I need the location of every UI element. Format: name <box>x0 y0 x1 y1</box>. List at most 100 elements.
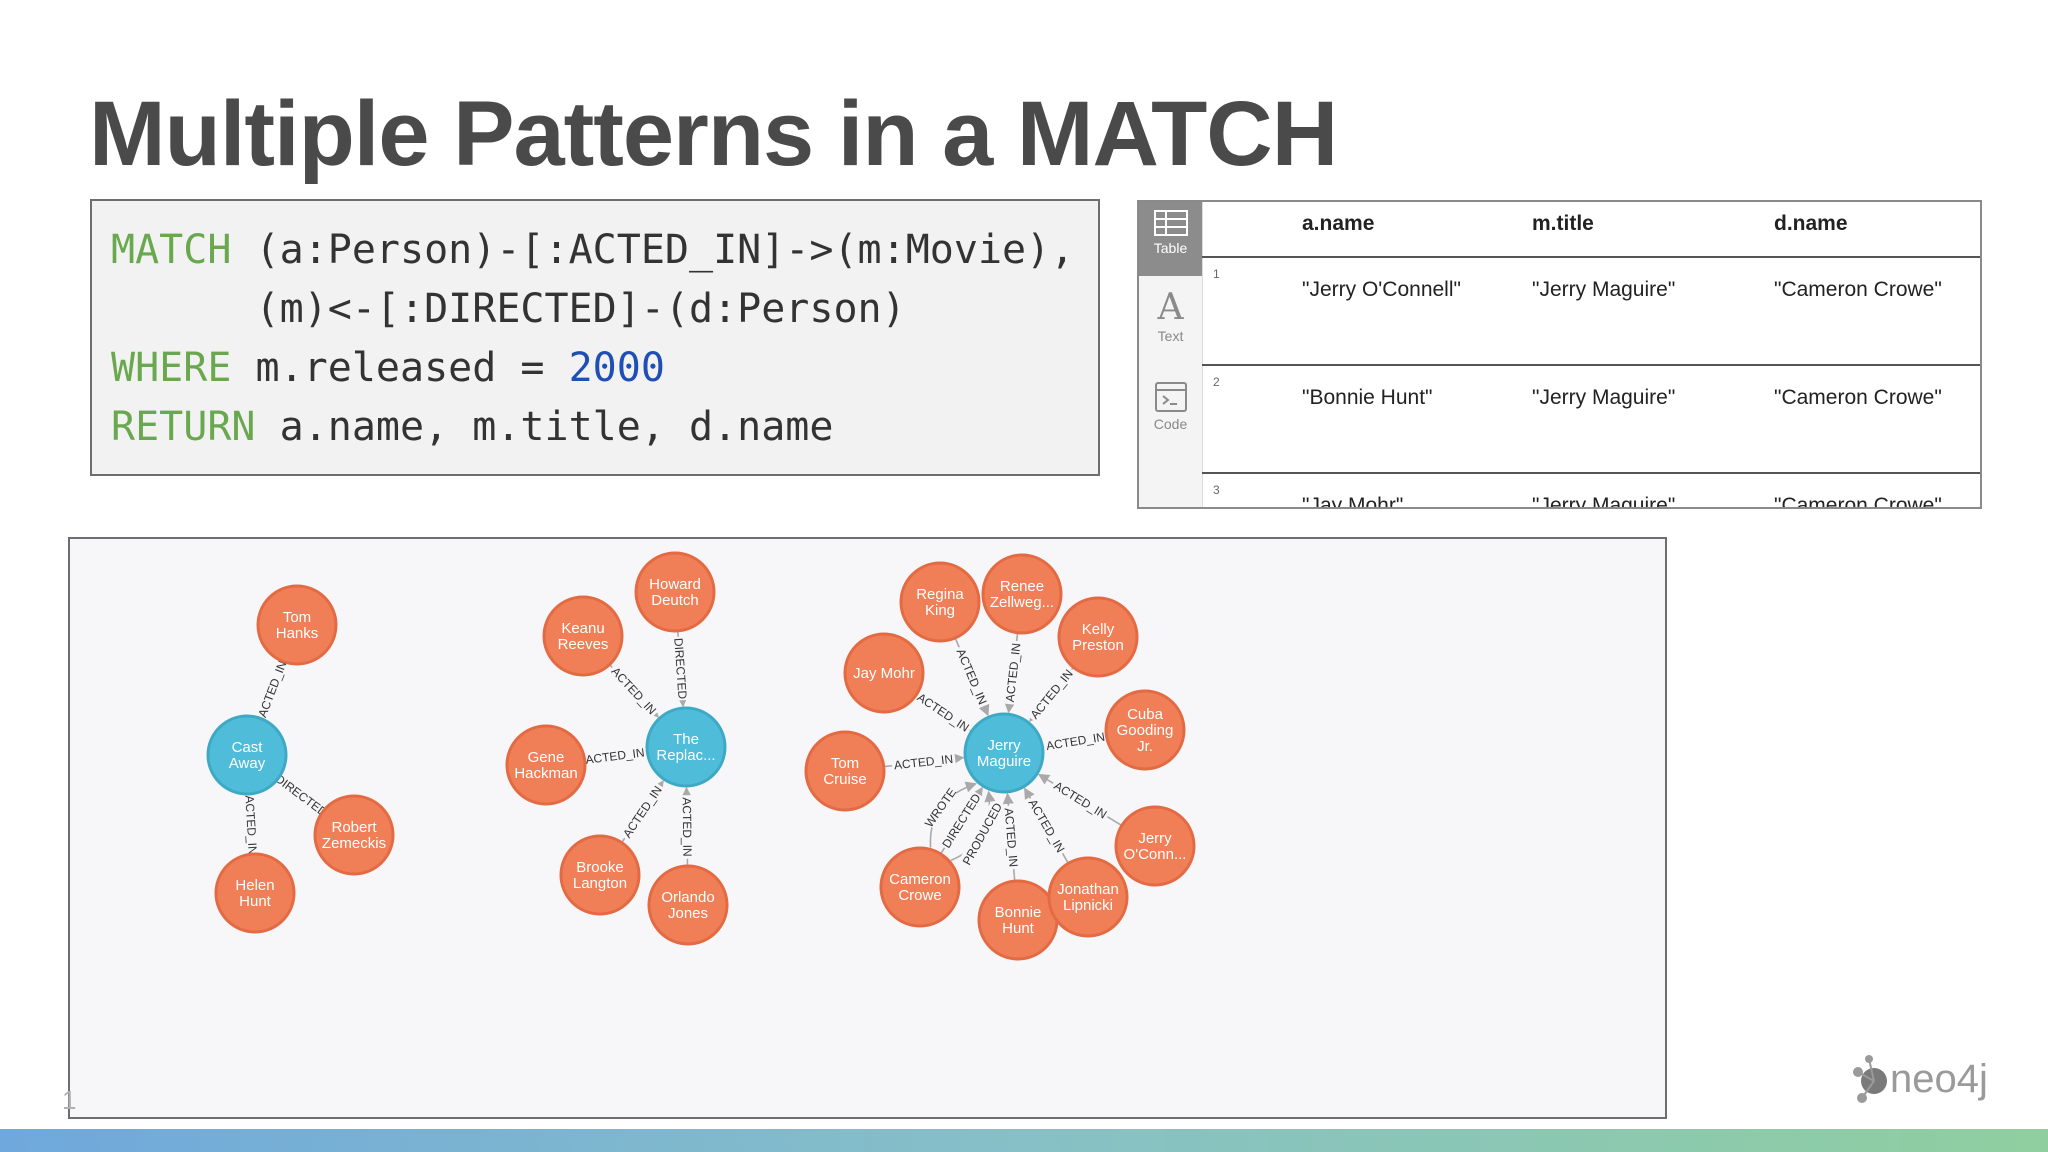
node-caption: Brooke <box>576 859 624 876</box>
node-caption: Zellweg... <box>990 594 1054 611</box>
column-header-m-title[interactable]: m.title <box>1532 212 1594 235</box>
node-caption: Regina <box>916 586 964 603</box>
edge-label-background <box>271 770 332 821</box>
cypher-query-block: MATCH (a:Person)-[:ACTED_IN]->(m:Movie),… <box>90 199 1100 476</box>
table-cell: "Cameron Crowe" <box>1774 386 1942 409</box>
node-caption: Howard <box>649 576 701 593</box>
edge-label-background <box>242 792 261 858</box>
node-caption: Replac... <box>656 747 715 764</box>
edge-label: ACTED_IN <box>620 783 665 840</box>
person-node-circle <box>313 794 395 876</box>
slide-title: Multiple Patterns in a MATCH <box>89 83 1338 185</box>
table-header: a.name m.title d.name <box>1202 202 1980 258</box>
tab-table-view[interactable]: Table <box>1139 202 1202 276</box>
node-caption: Hunt <box>1002 920 1035 937</box>
keyword-match: MATCH <box>111 227 232 273</box>
tab-text-label: Text <box>1157 328 1184 344</box>
code-icon <box>1154 382 1187 412</box>
column-header-a-name[interactable]: a.name <box>1302 212 1375 235</box>
slide-page-number: 1 <box>62 1085 77 1115</box>
table-cell: "Cameron Crowe" <box>1774 494 1942 507</box>
tab-code-view[interactable]: Code <box>1139 382 1202 452</box>
edge-label-background <box>607 662 662 719</box>
node-caption: Cast <box>232 739 264 756</box>
person-node-circle <box>804 730 886 812</box>
person-node-circle <box>899 561 981 643</box>
row-number: 1 <box>1213 267 1220 281</box>
node-caption: Hanks <box>276 625 319 642</box>
person-node-circle <box>542 595 624 677</box>
edge-label: ACTED_IN <box>1051 779 1109 822</box>
node-caption: Reeves <box>558 636 609 653</box>
edge-label-background <box>679 795 696 859</box>
neo4j-logo-mark: neo4j <box>1853 1055 1988 1103</box>
edge-label-background <box>1001 640 1024 705</box>
person-node-circle <box>634 551 716 633</box>
graph-node-the-replacements[interactable]: TheReplac... <box>645 706 727 788</box>
edge-label-background <box>1024 794 1070 857</box>
graph-node-jerry-oconnell[interactable]: JerryO'Conn... <box>1114 805 1196 887</box>
person-node-circle <box>647 864 729 946</box>
tab-text-view[interactable]: A Text <box>1139 288 1202 358</box>
edge-label: ACTED_IN <box>954 647 990 707</box>
graph-node-renee-zellweger[interactable]: ReneeZellweg... <box>981 553 1063 635</box>
neo4j-logo-text: neo4j <box>1890 1057 1988 1101</box>
query-number-literal: 2000 <box>568 345 665 391</box>
person-node-circle <box>1114 805 1196 887</box>
node-caption: Helen <box>235 877 274 894</box>
node-caption: Jerry <box>987 737 1021 754</box>
edge-label-background <box>921 785 959 829</box>
node-caption: Jonathan <box>1057 881 1119 898</box>
node-caption: Keanu <box>561 620 604 637</box>
node-caption: Langton <box>573 875 627 892</box>
column-header-d-name[interactable]: d.name <box>1774 212 1848 235</box>
query-line-2: (m)<-[:DIRECTED]-(d:Person) <box>111 280 1098 339</box>
edge-label: ACTED_IN <box>585 745 646 766</box>
table-row: 1 "Jerry O'Connell" "Jerry Maguire" "Cam… <box>1202 258 1980 366</box>
node-caption: King <box>925 602 955 619</box>
node-caption: Jerry <box>1138 830 1172 847</box>
edge-label: ACTED_IN <box>242 795 259 855</box>
node-caption: The <box>673 731 699 748</box>
node-caption: Renee <box>1000 578 1044 595</box>
edge-label: ACTED_IN <box>1026 797 1068 855</box>
table-cell: "Jerry O'Connell" <box>1302 278 1461 301</box>
person-node-circle <box>505 724 587 806</box>
edge-label: ACTED_IN <box>609 664 660 717</box>
table-row: 2 "Bonnie Hunt" "Jerry Maguire" "Cameron… <box>1202 366 1980 474</box>
node-caption: Tom <box>831 755 859 772</box>
node-caption: Hunt <box>239 893 272 910</box>
table-cell: "Jerry Maguire" <box>1532 278 1676 301</box>
edge-label-background <box>912 688 975 736</box>
node-caption: Cuba <box>1127 706 1164 723</box>
edge-label-background <box>937 789 985 852</box>
node-caption: Tom <box>283 609 311 626</box>
edge-label: ACTED_IN <box>680 797 695 857</box>
edge-label: ACTED_IN <box>1003 642 1024 703</box>
query-line-4: RETURN a.name, m.title, d.name <box>111 398 1098 457</box>
row-number: 2 <box>1213 375 1220 389</box>
node-caption: Deutch <box>651 592 699 609</box>
node-caption: Crowe <box>898 887 941 904</box>
node-caption: Kelly <box>1082 621 1115 638</box>
graph-node-jay-mohr[interactable]: Jay Mohr <box>843 632 925 714</box>
node-caption: Orlando <box>661 889 714 906</box>
